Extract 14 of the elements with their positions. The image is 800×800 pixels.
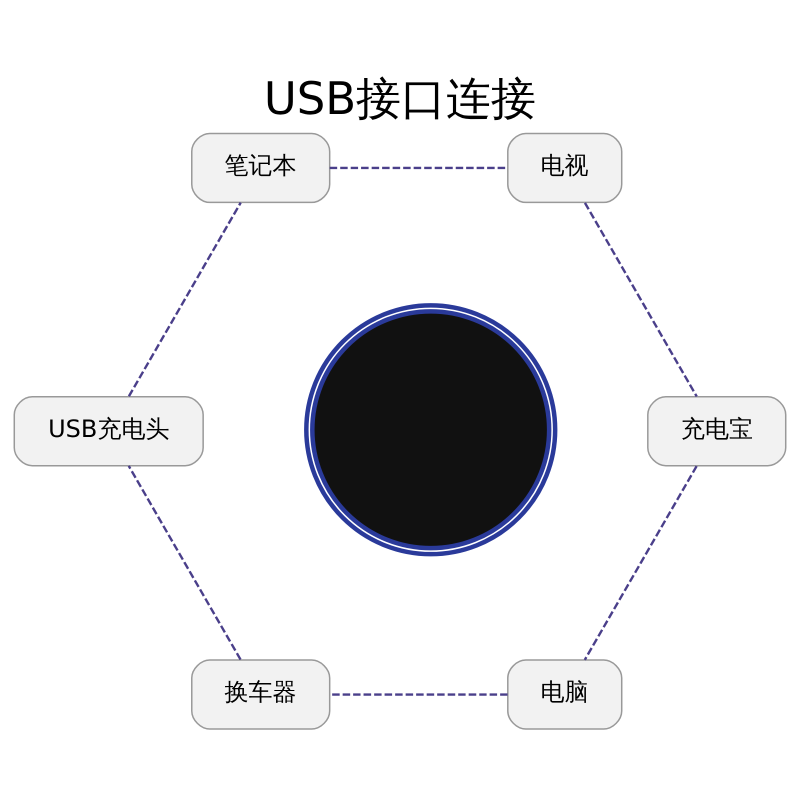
node-box: 换车器 — [191, 658, 330, 730]
diagram-title: USB接口连接 — [264, 71, 536, 124]
node-circle — [304, 302, 558, 556]
node-box: 充电宝 — [647, 396, 786, 466]
connector — [330, 166, 508, 169]
connector — [584, 465, 698, 660]
connector — [128, 464, 242, 660]
node-box: 电视 — [507, 132, 622, 203]
connector — [584, 202, 698, 397]
connector — [128, 202, 242, 396]
node-box: USB充电头 — [14, 396, 204, 466]
node-box: 电脑 — [507, 658, 622, 730]
node-box: 笔记本 — [191, 132, 330, 203]
connector — [330, 692, 508, 696]
